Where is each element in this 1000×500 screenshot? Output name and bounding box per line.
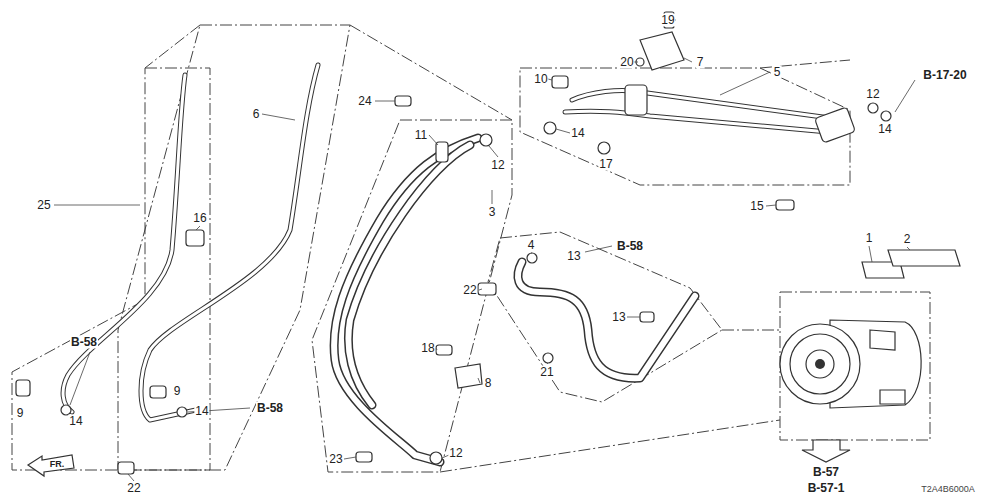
callout-number: 15 — [749, 200, 764, 213]
callout-number: 14 — [877, 123, 892, 136]
reference-code: B-57 — [812, 466, 840, 479]
callout-number: 14 — [194, 405, 209, 418]
callout-number: 12 — [448, 447, 463, 460]
direction-label: FR. — [49, 458, 66, 471]
callout-number: 9 — [16, 407, 25, 420]
callout-number: 13 — [611, 311, 626, 324]
callout-number: 22 — [126, 482, 141, 495]
callout-number: 17 — [598, 158, 613, 171]
reference-code: B-57-1 — [807, 482, 846, 495]
callout-number: 16 — [192, 212, 207, 225]
callout-number: 9 — [173, 385, 182, 398]
callout-number: 1 — [865, 232, 874, 245]
callout-number: 21 — [539, 366, 554, 379]
callout-number: 4 — [527, 239, 536, 252]
callout-number: 12 — [490, 159, 505, 172]
callout-number: 13 — [566, 250, 581, 263]
callout-number: 23 — [328, 453, 343, 466]
reference-code: B-58 — [616, 240, 644, 253]
reference-code: B-58 — [256, 402, 284, 415]
callout-number: 22 — [462, 284, 477, 297]
callout-number: 10 — [533, 73, 548, 86]
callout-number: 3 — [488, 206, 497, 219]
callout-number: 12 — [865, 88, 880, 101]
callout-number: 8 — [484, 377, 493, 390]
callout-number: 24 — [357, 95, 372, 108]
diagram-code: T2A4B6000A — [920, 483, 976, 496]
callout-number: 14 — [570, 127, 585, 140]
callout-number: 5 — [773, 66, 782, 79]
callout-number: 18 — [420, 342, 435, 355]
callout-number: 25 — [36, 199, 51, 212]
callout-number: 6 — [252, 108, 261, 121]
callout-number: 11 — [414, 129, 428, 142]
callout-number: 14 — [68, 415, 83, 428]
callout-number: 7 — [696, 56, 705, 69]
callout-number: 19 — [660, 14, 675, 27]
callout-number: 20 — [619, 56, 634, 69]
callout-number: 2 — [903, 233, 912, 246]
reference-code: B-17-20 — [922, 69, 967, 82]
reference-code: B-58 — [70, 336, 98, 349]
